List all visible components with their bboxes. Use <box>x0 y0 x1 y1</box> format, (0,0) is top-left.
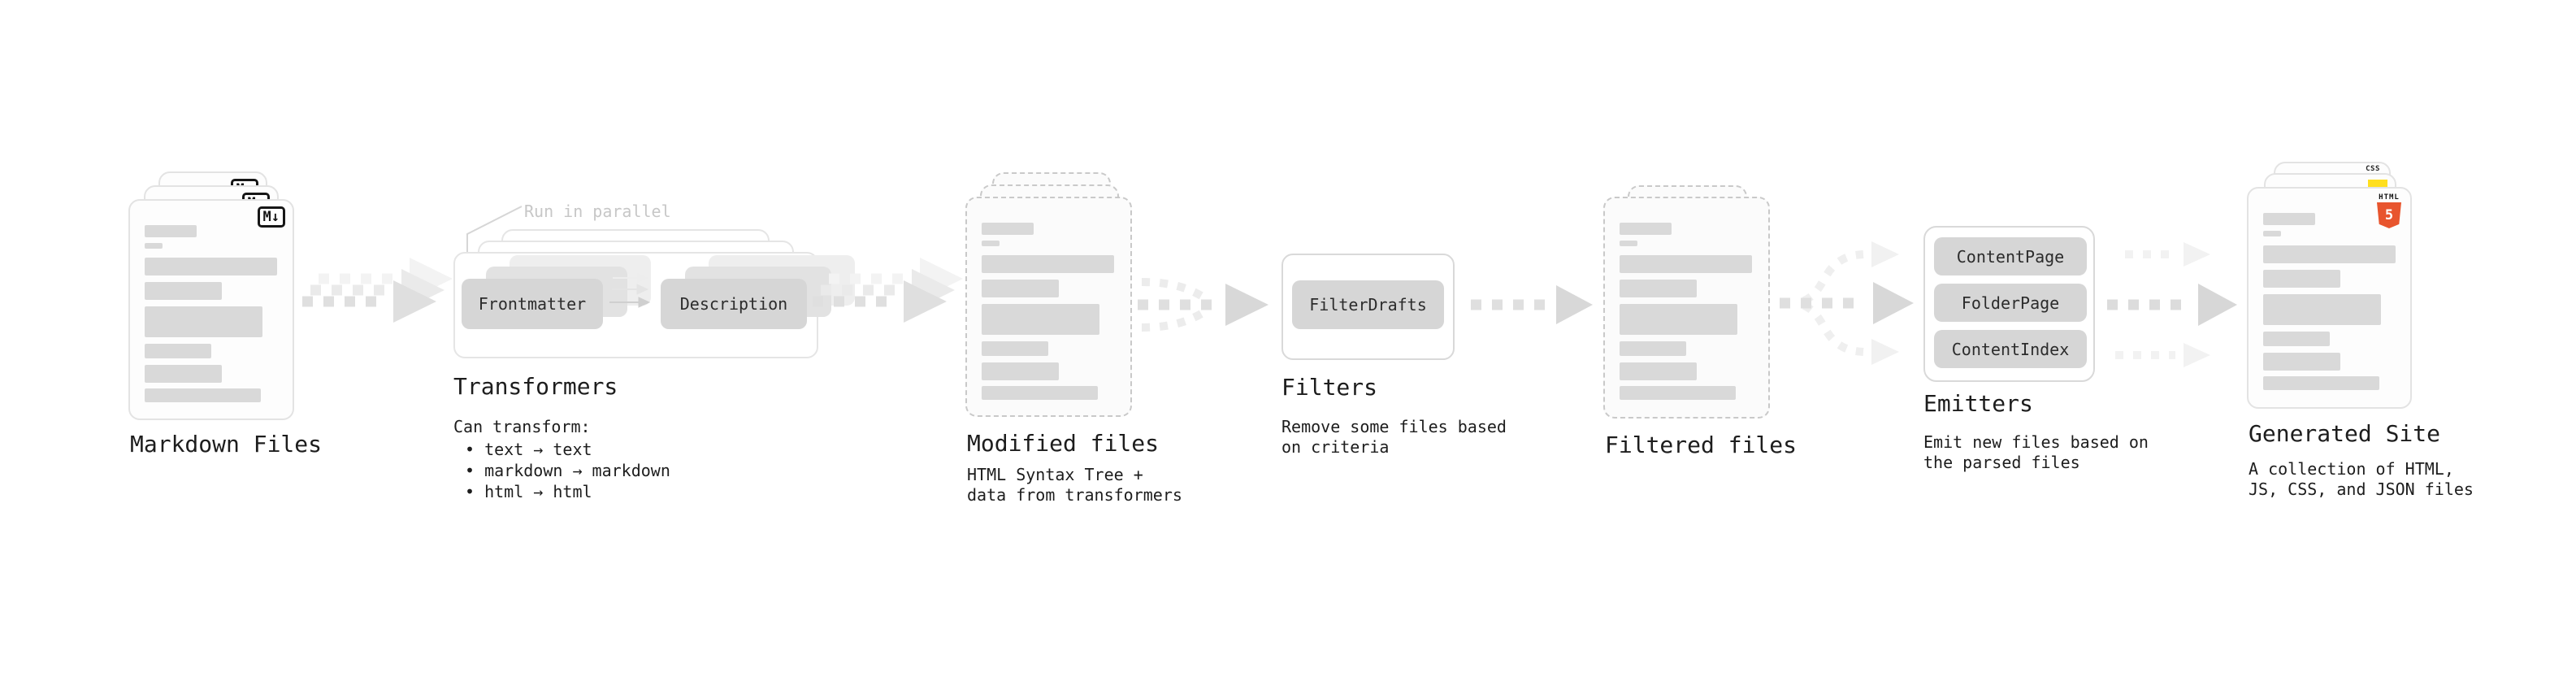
skeleton-bar <box>982 241 1000 246</box>
skeleton-bar <box>1620 341 1686 356</box>
skeleton-bar <box>145 388 261 402</box>
skeleton-bar <box>2263 332 2330 346</box>
modified-file-card-front <box>965 197 1132 417</box>
skeleton-bar <box>982 304 1099 335</box>
skeleton-bar <box>145 225 197 237</box>
html5-icon: HTML 5 <box>2375 193 2403 228</box>
markdown-file-card-front: M↓ <box>128 199 294 420</box>
transformers-title: Transformers <box>453 373 618 400</box>
modified-files-caption: HTML Syntax Tree + <box>967 465 1143 484</box>
filterdrafts-chip: FilterDrafts <box>1292 280 1444 329</box>
modified-files-caption: data from transformers <box>967 485 1182 505</box>
skeleton-bar <box>1620 241 1637 246</box>
transformers-bullet: • html → html <box>465 482 592 501</box>
skeleton-bar <box>2263 353 2340 371</box>
transformers-caption: Can transform: <box>453 417 591 436</box>
skeleton-bar <box>2263 294 2381 325</box>
skeleton-bar <box>145 258 277 275</box>
skeleton-bar <box>2263 376 2379 390</box>
generated-site-caption: JS, CSS, and JSON files <box>2249 479 2474 499</box>
skeleton-bar <box>1620 280 1697 297</box>
skeleton-bar <box>982 223 1034 235</box>
skeleton-bar <box>982 362 1059 380</box>
arrow-filtered-to-emitters <box>1780 241 1914 365</box>
transformers-bullet: • text → text <box>465 440 592 459</box>
transformers-bullet: • markdown → markdown <box>465 461 670 480</box>
emitters-caption: Emit new files based on <box>1923 432 2149 452</box>
arrow-markdown-to-transformers <box>302 249 465 331</box>
generated-site-title: Generated Site <box>2249 420 2441 447</box>
folderpage-chip: FolderPage <box>1934 284 2087 322</box>
skeleton-bar <box>1620 362 1697 380</box>
skeleton-bar <box>1620 255 1752 273</box>
parallel-arrows-icon <box>609 272 651 308</box>
skeleton-bar <box>145 282 222 300</box>
description-chip: Description <box>661 279 807 329</box>
emitters-title: Emitters <box>1923 390 2033 417</box>
skeleton-bar <box>1620 304 1737 335</box>
skeleton-bar <box>2263 231 2281 236</box>
frontmatter-chip: Frontmatter <box>462 279 603 329</box>
filters-title: Filters <box>1281 374 1378 401</box>
filtered-file-card-front <box>1603 197 1770 419</box>
skeleton-bar <box>982 341 1048 356</box>
contentindex-chip: ContentIndex <box>1934 330 2087 368</box>
skeleton-bar <box>982 386 1098 400</box>
contentpage-chip: ContentPage <box>1934 237 2087 275</box>
skeleton-bar <box>2263 245 2396 263</box>
arrow-filters-to-filtered <box>1471 285 1593 324</box>
filters-caption: Remove some files based <box>1281 417 1507 436</box>
skeleton-bar <box>1620 223 1672 235</box>
skeleton-bar <box>145 344 211 358</box>
filtered-files-title: Filtered files <box>1605 432 1798 458</box>
arrow-transformers-to-modified <box>813 249 975 331</box>
callout-line <box>466 206 523 252</box>
arrow-emitters-to-generated <box>2107 242 2237 367</box>
markdown-icon: M↓ <box>257 206 285 228</box>
skeleton-bar <box>145 306 262 337</box>
arrow-modified-to-filters <box>1138 278 1268 332</box>
skeleton-bar <box>2263 270 2340 288</box>
modified-files-title: Modified files <box>967 430 1160 457</box>
skeleton-bar <box>145 243 163 249</box>
skeleton-bar <box>982 255 1114 273</box>
generated-site-caption: A collection of HTML, <box>2249 459 2454 479</box>
html-file-card-front: HTML 5 <box>2247 187 2412 409</box>
skeleton-bar <box>982 280 1059 297</box>
skeleton-bar <box>1620 386 1736 400</box>
skeleton-bar <box>2263 213 2315 225</box>
run-in-parallel-annotation: Run in parallel <box>524 202 671 221</box>
skeleton-bar <box>145 365 222 383</box>
filters-caption: on criteria <box>1281 437 1390 457</box>
emitters-caption: the parsed files <box>1923 453 2080 472</box>
markdown-files-title: Markdown Files <box>130 431 323 458</box>
